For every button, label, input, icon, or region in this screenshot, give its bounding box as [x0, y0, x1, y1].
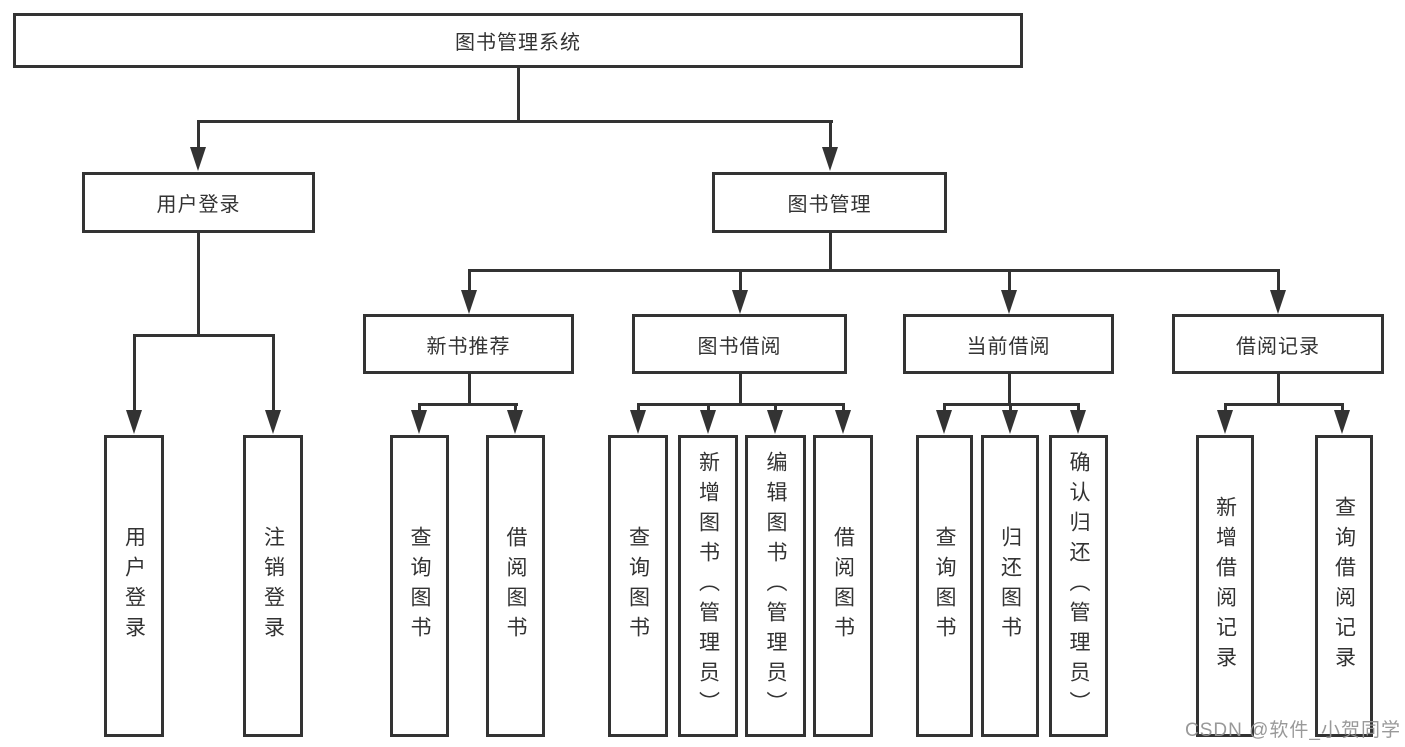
- connector-line: [1008, 269, 1011, 293]
- connector-line: [637, 403, 845, 406]
- connector-line: [774, 403, 777, 414]
- node-label: 确认归还（管理员）: [1067, 451, 1090, 721]
- node-label: 图书借阅: [697, 335, 782, 358]
- node-library-management-system: 图书管理系统: [13, 13, 1023, 68]
- leaf-records-query-record: 查询借阅记录: [1315, 435, 1373, 737]
- connector-line: [517, 68, 520, 121]
- connector-line: [829, 120, 832, 150]
- node-label: 编辑图书（管理员）: [764, 451, 787, 721]
- arrow-down-icon: [126, 410, 142, 434]
- arrow-down-icon: [1270, 290, 1286, 314]
- connector-line: [1009, 403, 1012, 414]
- connector-line: [468, 374, 471, 405]
- arrow-down-icon: [411, 410, 427, 434]
- leaf-current-return-book: 归还图书: [981, 435, 1039, 737]
- arrow-down-icon: [767, 410, 783, 434]
- connector-line: [707, 403, 710, 414]
- node-label: 新增图书（管理员）: [696, 451, 720, 721]
- connector-line: [468, 269, 1280, 272]
- connector-line: [514, 403, 517, 414]
- node-label: 借阅记录: [1236, 335, 1320, 358]
- arrow-down-icon: [732, 290, 748, 314]
- arrow-down-icon: [1217, 410, 1233, 434]
- arrow-down-icon: [835, 410, 851, 434]
- arrow-down-icon: [265, 410, 281, 434]
- node-label: 当前借阅: [966, 335, 1051, 358]
- arrow-down-icon: [190, 147, 206, 171]
- connector-line: [842, 403, 845, 414]
- leaf-records-add-record: 新增借阅记录: [1196, 435, 1254, 737]
- leaf-borrowing-edit-book-admin: 编辑图书（管理员）: [745, 435, 806, 737]
- connector-line: [1077, 403, 1080, 414]
- node-label: 用户登录: [122, 526, 146, 646]
- node-label: 归还图书: [998, 526, 1022, 646]
- connector-line: [197, 120, 200, 150]
- connector-line: [197, 233, 200, 336]
- leaf-current-query-book: 查询图书: [916, 435, 973, 737]
- connector-line: [133, 334, 136, 413]
- leaf-borrowing-query-book: 查询图书: [608, 435, 668, 737]
- connector-line: [197, 120, 833, 123]
- connector-line: [943, 403, 946, 414]
- connector-line: [739, 374, 742, 405]
- node-book-management: 图书管理: [712, 172, 947, 233]
- node-label: 注销登录: [261, 526, 285, 646]
- node-label: 借阅图书: [831, 526, 855, 646]
- connector-line: [418, 403, 518, 406]
- connector-line: [1341, 403, 1344, 414]
- node-book-borrowing: 图书借阅: [632, 314, 847, 374]
- arrow-down-icon: [507, 410, 523, 434]
- arrow-down-icon: [461, 290, 477, 314]
- node-label: 查询图书: [626, 526, 650, 646]
- connector-line: [1008, 374, 1011, 405]
- connector-line: [1224, 403, 1227, 414]
- arrow-down-icon: [630, 410, 646, 434]
- arrow-down-icon: [1001, 290, 1017, 314]
- leaf-newbook-query-book: 查询图书: [390, 435, 449, 737]
- leaf-current-confirm-return-admin: 确认归还（管理员）: [1049, 435, 1108, 737]
- node-label: 借阅图书: [504, 526, 527, 646]
- node-label: 用户登录: [156, 194, 241, 216]
- connector-line: [468, 269, 471, 293]
- node-label: 图书管理: [787, 194, 872, 216]
- leaf-newbook-borrow-book: 借阅图书: [486, 435, 545, 737]
- arrow-down-icon: [1002, 410, 1018, 434]
- connector-line: [1277, 374, 1280, 405]
- node-label: 新书推荐: [426, 335, 511, 358]
- connector-line: [272, 334, 275, 413]
- node-label: 查询图书: [933, 526, 956, 646]
- arrow-down-icon: [1070, 410, 1086, 434]
- arrow-down-icon: [936, 410, 952, 434]
- node-new-book-recommend: 新书推荐: [363, 314, 574, 374]
- connector-line: [829, 233, 832, 272]
- node-label: 图书管理系统: [455, 32, 581, 54]
- node-user-login: 用户登录: [82, 172, 315, 233]
- leaf-user-login: 用户登录: [104, 435, 164, 737]
- csdn-watermark: CSDN @软件_小贺同学: [1185, 720, 1401, 741]
- connector-line: [133, 334, 275, 337]
- connector-line: [1277, 269, 1280, 293]
- arrow-down-icon: [1334, 410, 1350, 434]
- node-label: 查询借阅记录: [1332, 496, 1356, 676]
- arrow-down-icon: [822, 147, 838, 171]
- node-current-borrowing: 当前借阅: [903, 314, 1114, 374]
- node-borrowing-records: 借阅记录: [1172, 314, 1384, 374]
- connector-line: [1224, 403, 1344, 406]
- node-label: 查询图书: [408, 526, 431, 646]
- leaf-borrowing-add-book-admin: 新增图书（管理员）: [678, 435, 738, 737]
- arrow-down-icon: [700, 410, 716, 434]
- connector-line: [637, 403, 640, 414]
- connector-line: [418, 403, 421, 414]
- connector-line: [739, 269, 742, 293]
- leaf-logout: 注销登录: [243, 435, 303, 737]
- node-label: 新增借阅记录: [1213, 496, 1237, 676]
- leaf-borrowing-borrow-book: 借阅图书: [813, 435, 873, 737]
